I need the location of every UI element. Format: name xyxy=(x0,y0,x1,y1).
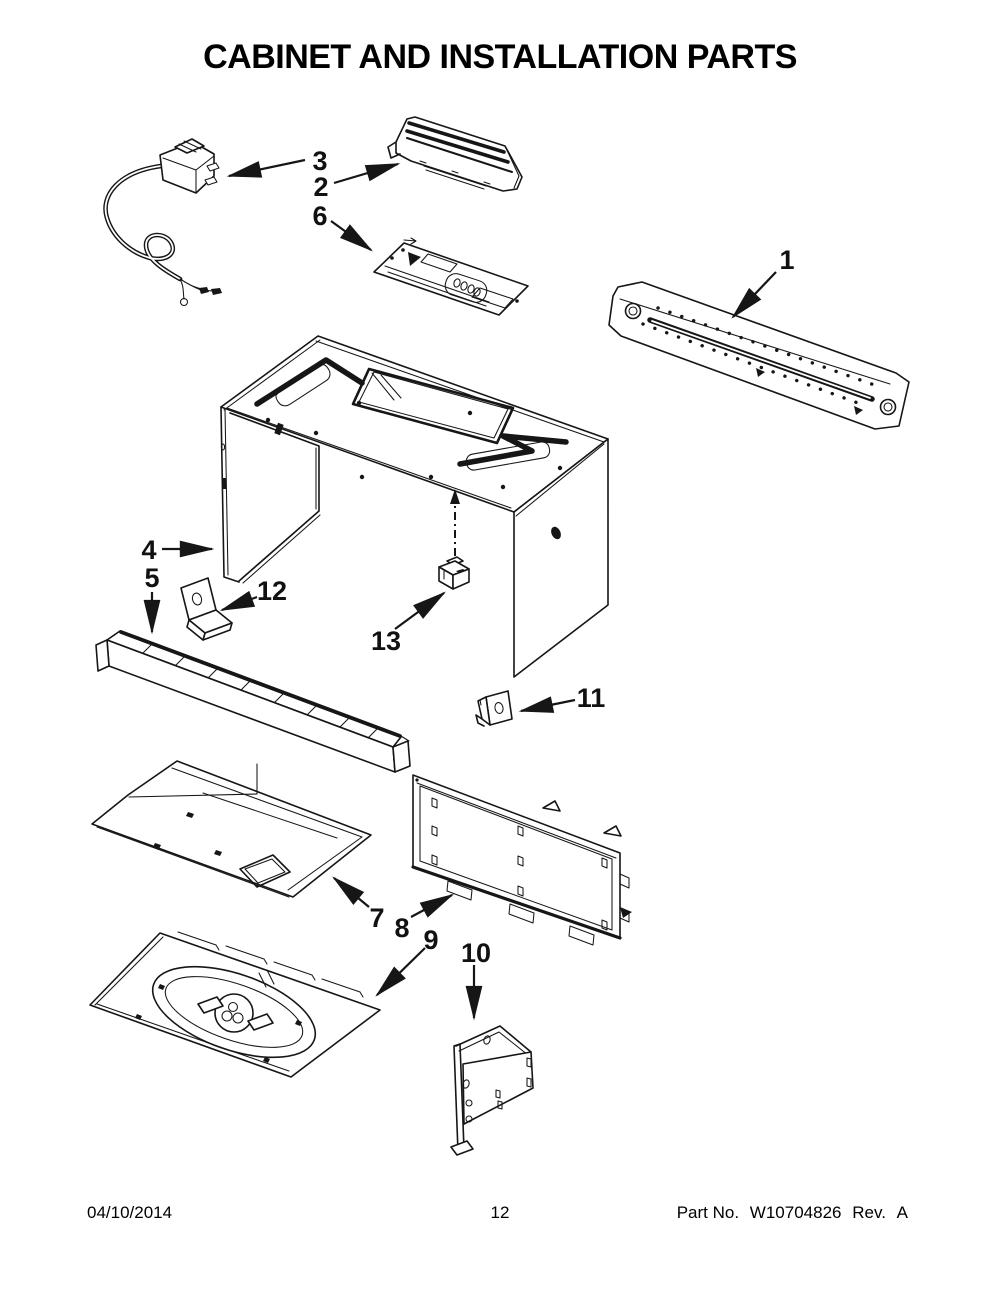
callout-8-arrow xyxy=(410,893,455,918)
callout-arrows xyxy=(143,158,777,1021)
callout-4-label: 4 xyxy=(141,535,156,565)
callout-10-label: 10 xyxy=(461,938,491,968)
callout-11-arrow xyxy=(518,696,576,713)
screw-holes xyxy=(265,390,563,490)
part-2-vent-grille xyxy=(387,116,523,192)
part-8-rear-panel xyxy=(411,774,632,946)
callout-2-label: 2 xyxy=(313,172,328,202)
part-no-label: Part No. xyxy=(676,1203,740,1222)
callout-9-label: 9 xyxy=(423,925,438,955)
rev-label: Rev. xyxy=(852,1203,886,1222)
page-title: CABINET AND INSTALLATION PARTS xyxy=(203,38,797,76)
part-4-cabinet-wrapper xyxy=(220,335,609,678)
part-no-value: W10704826 xyxy=(749,1203,842,1222)
callout-labels: 1 2 3 4 5 6 7 8 9 10 11 12 13 xyxy=(141,146,794,968)
footer-page-number: 12 xyxy=(490,1203,510,1222)
callout-6-arrow xyxy=(330,220,374,252)
rev-value: A xyxy=(896,1203,908,1222)
callout-12-label: 12 xyxy=(257,576,287,606)
callout-12-arrow xyxy=(219,590,258,612)
callout-7-arrow xyxy=(332,876,370,908)
callout-8-label: 8 xyxy=(394,913,409,943)
part-1-mounting-plate xyxy=(608,281,910,430)
part-9-base-plate xyxy=(89,931,381,1078)
part-11-bracket xyxy=(475,690,513,727)
callout-9-arrow xyxy=(375,947,426,997)
callout-7-label: 7 xyxy=(369,903,384,933)
part-13-clip xyxy=(438,489,470,590)
footer-part-number: Part No. W10704826 Rev. A xyxy=(677,1203,908,1223)
part-7-cover-panel xyxy=(91,760,372,898)
page-footer: 04/10/2014 12 Part No. W10704826 Rev. A xyxy=(0,1203,1000,1227)
callout-13-arrow xyxy=(394,591,446,630)
part-10-support-bracket xyxy=(450,1025,534,1156)
callout-1-arrow xyxy=(731,271,777,319)
part-6-adapter-plate xyxy=(373,237,529,316)
callout-5-label: 5 xyxy=(144,563,159,593)
panel-clip-marks xyxy=(431,797,608,931)
callout-2-arrow xyxy=(333,162,401,185)
callout-13-label: 13 xyxy=(371,626,401,656)
callout-11-label: 11 xyxy=(577,683,606,713)
part-12-bracket xyxy=(180,577,233,641)
callout-6-label: 6 xyxy=(312,201,327,231)
callout-3-label: 3 xyxy=(312,146,327,176)
part-3-power-cord xyxy=(103,138,222,307)
callout-1-label: 1 xyxy=(779,245,794,275)
footer-date: 04/10/2014 xyxy=(87,1203,173,1222)
part-5-channel-rail xyxy=(95,630,411,773)
callout-3-arrow xyxy=(226,158,306,178)
